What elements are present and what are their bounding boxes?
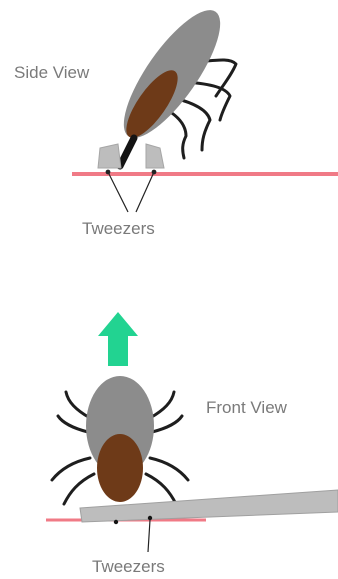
side-view-tick-mouthparts xyxy=(120,138,134,166)
front-view-tweezers-label: Tweezers xyxy=(92,557,165,576)
front-view-title: Front View xyxy=(206,398,288,417)
pull-up-arrow-icon xyxy=(98,312,138,366)
front-view-tick-mouthpart-right xyxy=(148,516,152,520)
front-view-tick-scutum xyxy=(97,434,143,502)
side-view: Side View Tweezers xyxy=(14,0,338,238)
front-view-tweezers-pointer xyxy=(148,520,150,552)
side-view-title: Side View xyxy=(14,63,90,82)
side-view-tweezers-label: Tweezers xyxy=(82,219,155,238)
side-view-tweezer-left-tip xyxy=(98,144,121,168)
front-view: Front View Tweezers xyxy=(46,312,338,576)
front-view-tick-mouthpart-left xyxy=(114,520,118,524)
side-view-tweezers-pointer xyxy=(106,170,156,212)
side-view-tweezer-right-tip xyxy=(146,144,164,168)
